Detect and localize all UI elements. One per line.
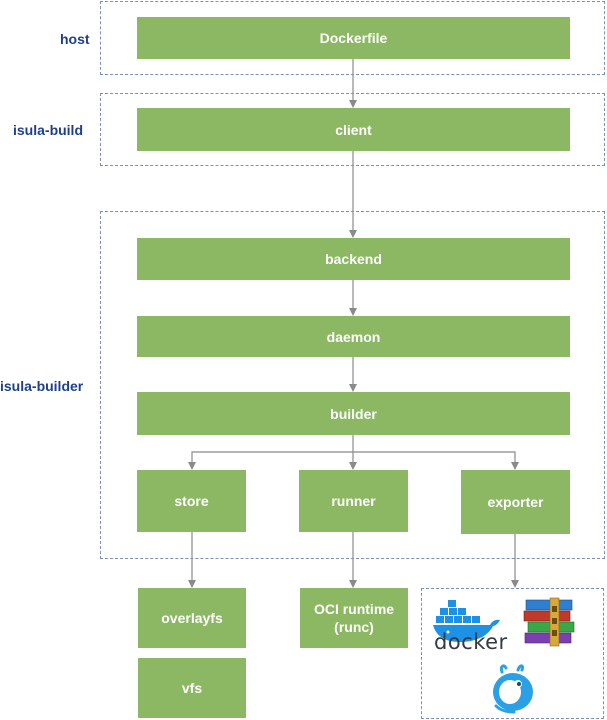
isula-build-label: isula-build <box>13 122 83 138</box>
docker-logo-text: docker <box>434 630 508 654</box>
backend-node: backend <box>137 238 570 280</box>
arrow-builder-store <box>188 451 353 470</box>
exporter-node: exporter <box>461 470 570 534</box>
daemon-node: daemon <box>137 316 570 357</box>
isula-ant-icon <box>488 662 538 714</box>
vfs-node: vfs <box>138 658 246 718</box>
docker-whale-icon <box>433 600 500 642</box>
arrow-builder-exporter <box>353 451 519 470</box>
isula-builder-label: isula-builder <box>0 378 84 394</box>
oci-runtime-node: OCI runtime (runc) <box>300 588 408 648</box>
oci-runtime-label: OCI runtime <box>313 601 395 617</box>
host-label: host <box>60 31 90 47</box>
oci-runtime-sublabel: (runc) <box>334 619 374 635</box>
store-node: store <box>137 470 246 532</box>
export-targets-region <box>421 588 604 719</box>
winrar-archive-icon <box>520 596 580 650</box>
runner-node: runner <box>299 470 408 532</box>
dockerfile-node: Dockerfile <box>137 17 570 59</box>
builder-node: builder <box>137 392 570 435</box>
client-node: client <box>137 108 570 151</box>
docker-logo: docker <box>432 596 507 654</box>
overlayfs-node: overlayfs <box>138 588 246 648</box>
